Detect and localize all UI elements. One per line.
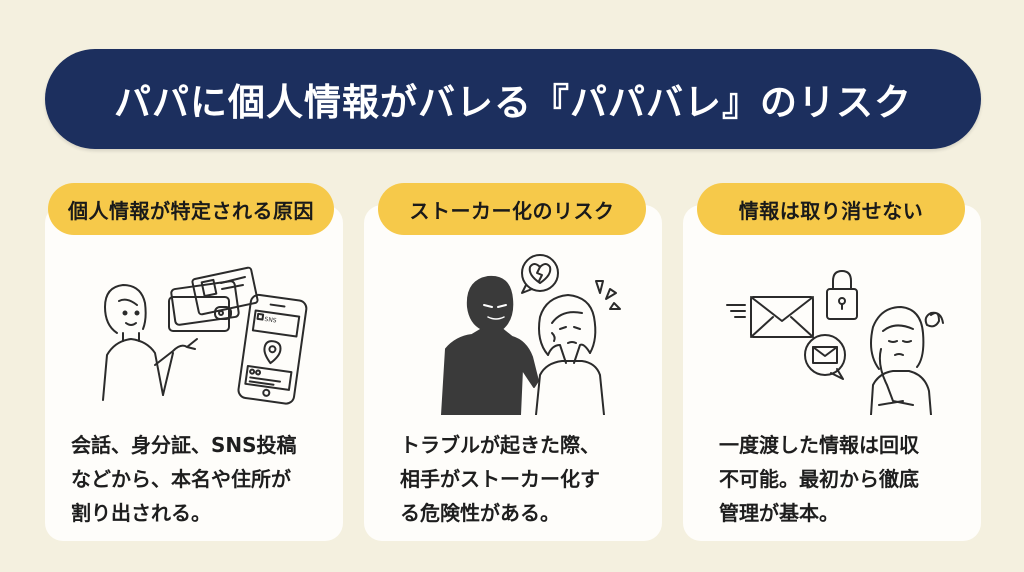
woman-wallet-phone-illustration: SNS <box>102 266 308 405</box>
padlock-icon <box>826 270 858 320</box>
envelope-icon <box>750 296 814 338</box>
smartphone-sns-icon: SNS <box>237 293 308 405</box>
title-banner: パパに個人情報がバレる『パパバレ』のリスク <box>45 49 981 149</box>
card-description: 一度渡した情報は回収 不可能。最初から徹底 管理が基本。 <box>719 433 919 525</box>
svg-text:SNS: SNS <box>264 316 277 325</box>
worry-spiral-icon <box>924 311 944 328</box>
worried-woman-envelopes-illustration <box>726 270 944 415</box>
card-heading-badge: 個人情報が特定される原因 <box>48 183 334 235</box>
card-stalker-risk: トラブルが起きた際、 相手がストーカー化す る危険性がある。 <box>364 205 662 541</box>
page-title: パパに個人情報がバレる『パパバレ』のリスク <box>114 81 912 124</box>
envelope-bubble-icon <box>804 334 846 380</box>
card-heading-badge: 情報は取り消せない <box>697 183 965 235</box>
card-identification-causes: SNS 会話、身分証、SNS投稿 などから、本名や住所が 割り出される。 <box>45 205 343 541</box>
frightened-woman-icon <box>535 294 605 415</box>
card-description: トラブルが起きた際、 相手がストーカー化す る危険性がある。 <box>400 433 600 525</box>
worried-woman-icon <box>870 306 932 415</box>
woman-icon <box>102 284 198 401</box>
card-irreversible-info: 一度渡した情報は回収 不可能。最初から徹底 管理が基本。 <box>683 205 981 541</box>
broken-heart-bubble-icon <box>521 254 559 294</box>
card-description: 会話、身分証、SNS投稿 などから、本名や住所が 割り出される。 <box>71 433 297 525</box>
card-heading-badge: ストーカー化のリスク <box>378 183 646 235</box>
motion-lines-icon <box>726 304 746 318</box>
dark-silhouette-man-icon <box>441 275 539 415</box>
wallet-icon <box>168 266 259 332</box>
alarm-marks-icon <box>595 280 621 310</box>
stalker-woman-illustration <box>441 254 621 415</box>
